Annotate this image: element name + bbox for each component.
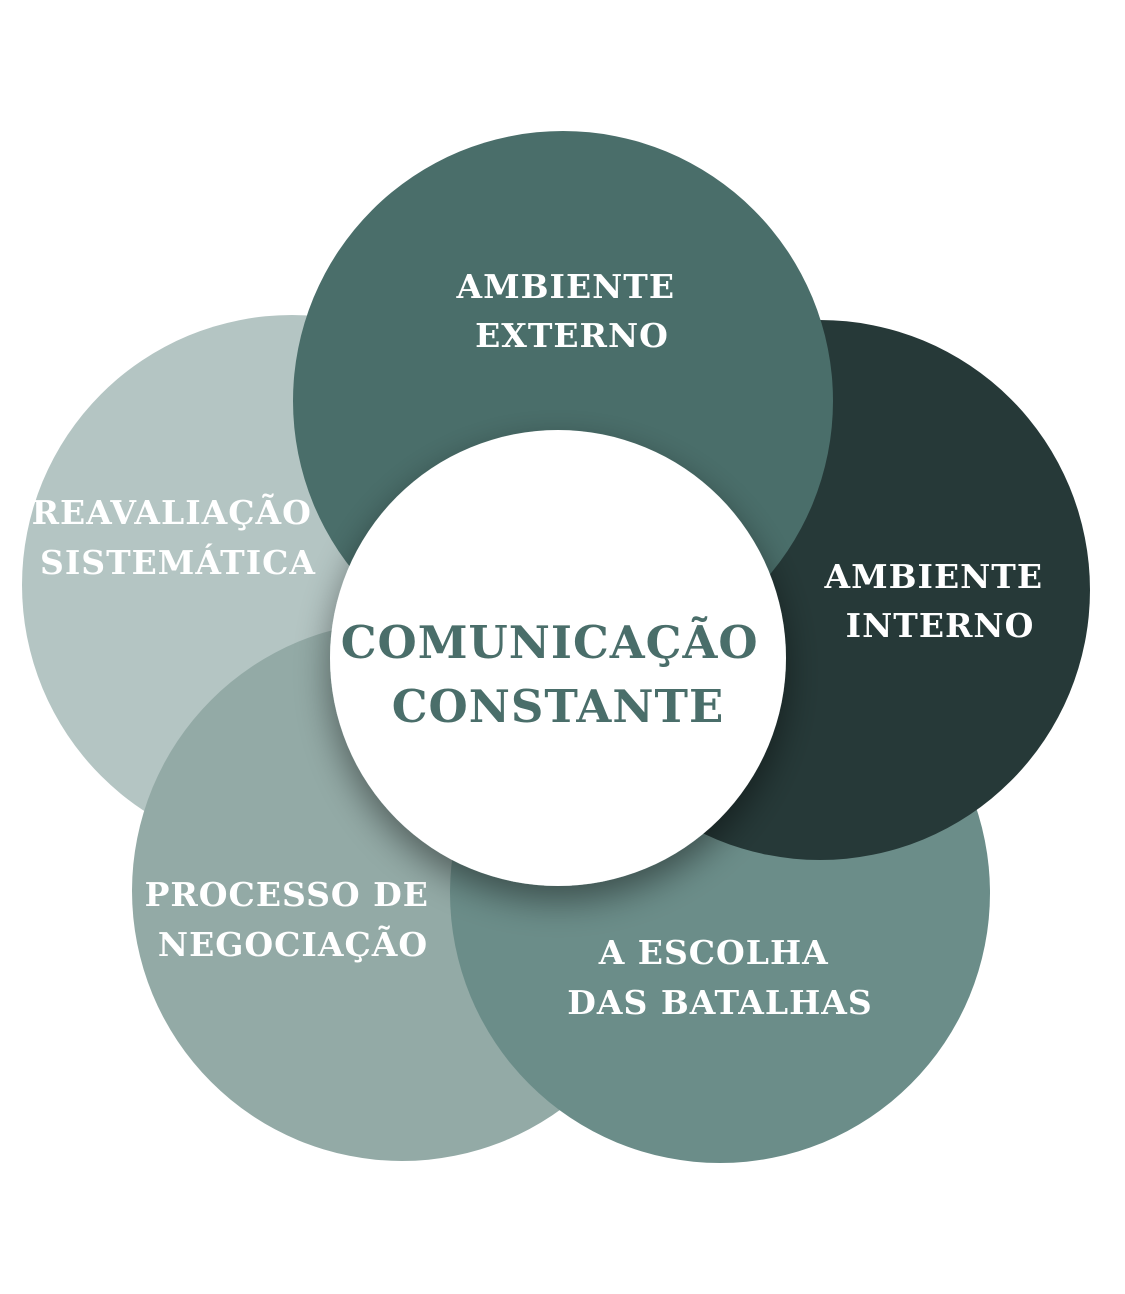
center-node: COMUNICAÇÃO CONSTANTE	[330, 430, 786, 886]
petal-interno-label: AMBIENTE INTERNO	[824, 557, 1056, 645]
petal-reavaliacao-label: REAVALIAÇÃO SISTEMÁTICA	[32, 493, 325, 582]
petal-processo-label: PROCESSO DE NEGOCIAÇÃO	[145, 875, 442, 964]
center-label: COMUNICAÇÃO CONSTANTE	[341, 616, 776, 733]
petal-escolha-label: A ESCOLHA DAS BATALHAS	[567, 933, 872, 1022]
center-circle	[330, 430, 786, 886]
petal-externo-label: AMBIENTE EXTERNO	[456, 267, 688, 355]
